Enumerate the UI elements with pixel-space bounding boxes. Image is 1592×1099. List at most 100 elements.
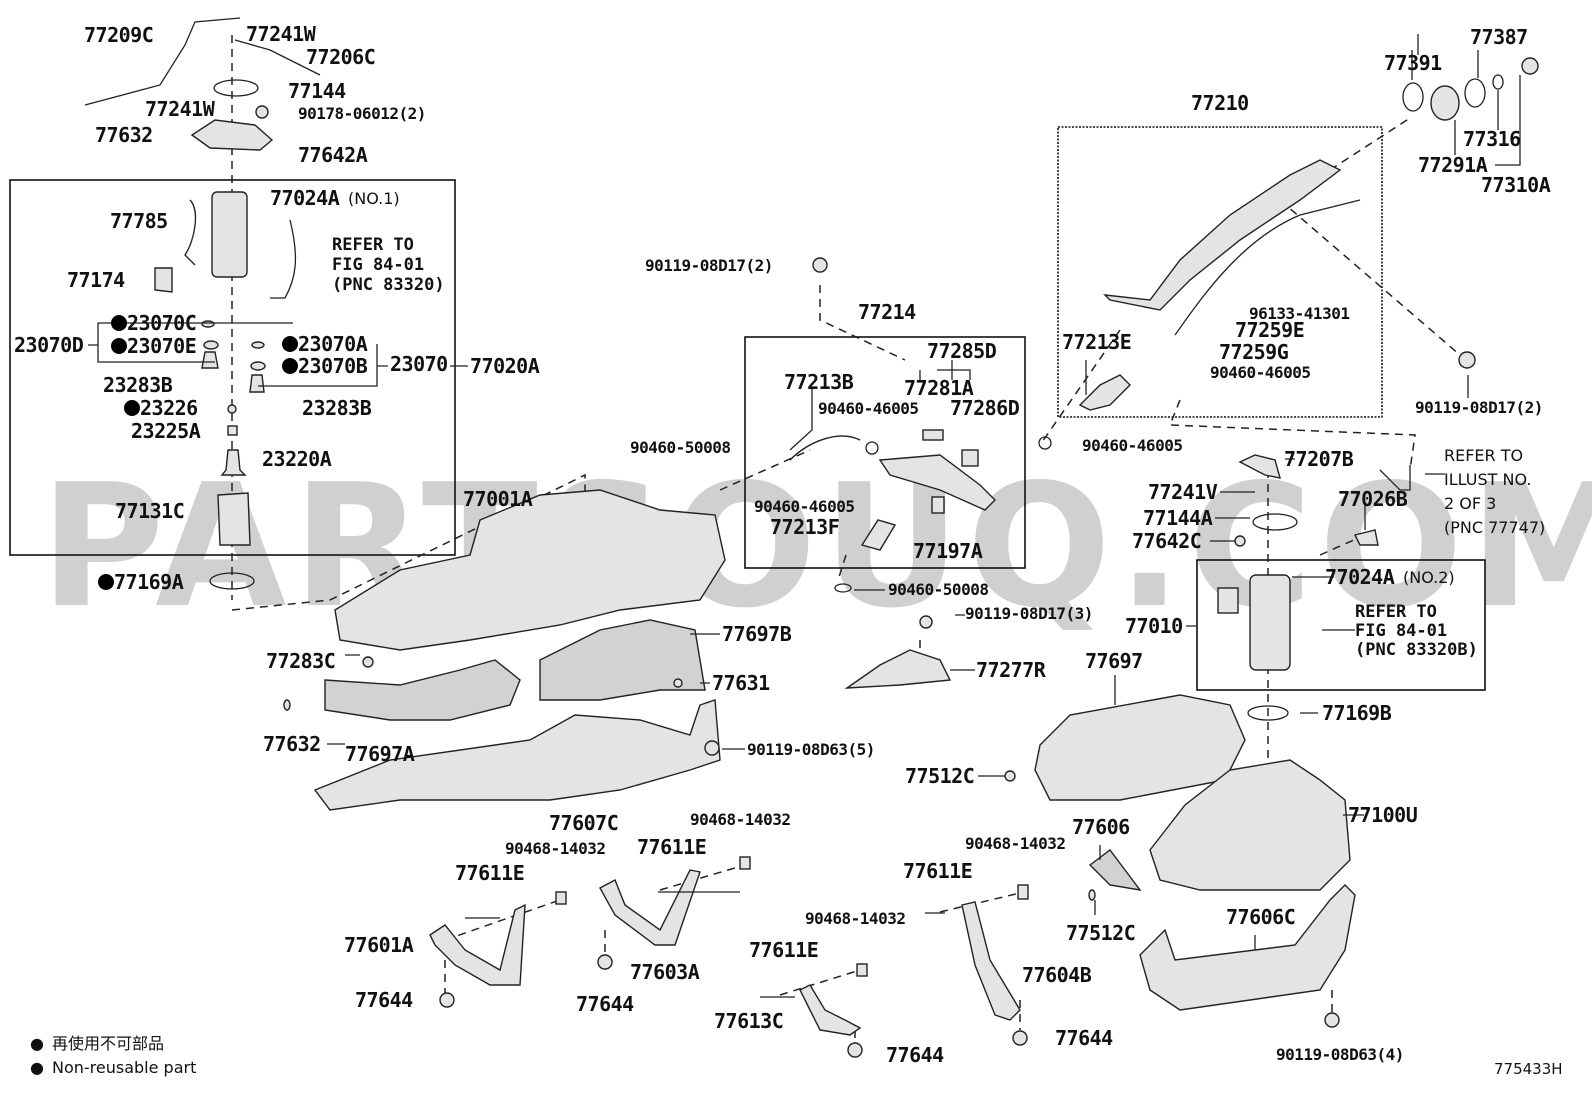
part-callout[interactable]: 77283C xyxy=(266,649,336,673)
part-callout[interactable]: 90119-08D63(4) xyxy=(1276,1045,1404,1064)
part-number-label[interactable]: 77642A xyxy=(298,143,368,167)
part-number-label[interactable]: 77214 xyxy=(858,300,917,324)
part-callout[interactable]: 77644 xyxy=(355,988,414,1012)
part-number-label[interactable]: 90468-14032 xyxy=(965,834,1066,853)
part-callout[interactable]: 23070E xyxy=(111,334,197,358)
part-callout[interactable]: 90468-14032 xyxy=(505,839,606,858)
part-number-label[interactable]: 23283B xyxy=(103,373,173,397)
part-number-label[interactable]: 77644 xyxy=(1055,1026,1114,1050)
part-number-label[interactable]: 96133-41301 xyxy=(1249,304,1350,323)
part-number-label[interactable]: 77197A xyxy=(913,539,983,563)
part-number-label[interactable]: 90468-14032 xyxy=(690,810,791,829)
part-callout[interactable]: 96133-41301 xyxy=(1249,304,1350,323)
part-number-label[interactable]: 77697B xyxy=(722,622,792,646)
part-number-label[interactable]: 77606 xyxy=(1072,815,1130,839)
part-callout[interactable]: 23220A xyxy=(262,447,332,471)
part-number-label[interactable]: 77241W xyxy=(145,97,216,121)
part-callout[interactable]: 90460-46005 xyxy=(818,399,919,418)
part-callout[interactable]: 77241W xyxy=(246,22,317,46)
part-number-label[interactable]: 77213B xyxy=(784,370,854,394)
part-callout[interactable]: 77611E xyxy=(903,859,973,883)
part-number-label[interactable]: 77310A xyxy=(1481,173,1551,197)
part-number-label[interactable]: 77644 xyxy=(886,1043,945,1067)
part-callout[interactable]: 77259G xyxy=(1219,340,1289,364)
part-number-label[interactable]: 90119-08D17(2) xyxy=(1415,398,1543,417)
part-callout[interactable]: 77310A xyxy=(1481,173,1551,197)
part-number-label[interactable]: 77697A xyxy=(345,742,415,766)
part-callout[interactable]: 90460-46005 xyxy=(1082,436,1183,455)
part-callout[interactable]: 23070 xyxy=(390,352,448,376)
part-callout[interactable]: 90468-14032 xyxy=(690,810,791,829)
part-number-label[interactable]: 77259G xyxy=(1219,340,1289,364)
part-callout[interactable]: 77632 xyxy=(95,123,153,147)
part-number-label[interactable]: 90460-50008 xyxy=(888,580,989,599)
part-number-label[interactable]: 77010 xyxy=(1125,614,1183,638)
part-callout[interactable]: 77611E xyxy=(455,861,525,885)
part-number-label[interactable]: 77387 xyxy=(1470,25,1528,49)
part-number-label[interactable]: 77286D xyxy=(950,396,1020,420)
part-number-label[interactable]: 77131C xyxy=(115,499,185,523)
part-callout[interactable]: 90178-06012(2) xyxy=(298,104,426,123)
part-number-label[interactable]: 77001A xyxy=(463,487,533,511)
part-number-label[interactable]: 90468-14032 xyxy=(805,909,906,928)
part-callout[interactable]: 77644 xyxy=(576,992,635,1016)
part-number-label[interactable]: 90178-06012(2) xyxy=(298,104,426,123)
part-callout[interactable]: 90468-14032 xyxy=(965,834,1066,853)
part-callout[interactable]: 77611E xyxy=(749,938,819,962)
part-callout[interactable]: 77100U xyxy=(1348,803,1418,827)
part-number-label[interactable]: 77631 xyxy=(712,671,771,695)
part-number-label[interactable]: 77316 xyxy=(1463,127,1521,151)
part-callout[interactable]: 77241V xyxy=(1148,480,1218,504)
part-number-label[interactable]: 23070C xyxy=(127,311,197,335)
part-callout[interactable]: 77632 xyxy=(263,732,321,756)
part-number-label[interactable]: 77611E xyxy=(455,861,525,885)
part-number-label[interactable]: 77283C xyxy=(266,649,336,673)
part-callout[interactable]: 77606C xyxy=(1226,905,1296,929)
part-callout[interactable]: 77611E xyxy=(637,835,707,859)
part-number-label[interactable]: 77613C xyxy=(714,1009,784,1033)
part-callout[interactable]: 77020A xyxy=(470,354,540,378)
part-number-label[interactable]: 77285D xyxy=(927,339,997,363)
part-callout[interactable]: 77210 xyxy=(1191,91,1249,115)
part-callout[interactable]: 77697A xyxy=(345,742,415,766)
part-callout[interactable]: 77642C xyxy=(1132,529,1202,553)
part-callout[interactable]: 23070A xyxy=(282,332,368,356)
part-callout[interactable]: 23283B xyxy=(103,373,173,397)
part-number-label[interactable]: 23070D xyxy=(14,333,84,357)
part-callout[interactable]: 77613C xyxy=(714,1009,784,1033)
part-number-label[interactable]: 77144 xyxy=(288,79,347,103)
part-number-label[interactable]: 77213E xyxy=(1062,330,1132,354)
part-number-label[interactable]: 23070B xyxy=(298,354,368,378)
part-number-label[interactable]: 77606C xyxy=(1226,905,1296,929)
part-number-label[interactable]: 77277R xyxy=(976,658,1047,682)
part-callout[interactable]: 90460-50008 xyxy=(888,580,989,599)
part-callout[interactable]: 77697B xyxy=(722,622,792,646)
part-callout[interactable]: 77603A xyxy=(630,960,700,984)
part-number-label[interactable]: 77241W xyxy=(246,22,317,46)
part-callout[interactable]: 23070B xyxy=(282,354,368,378)
part-number-label[interactable]: 90119-08D17(3) xyxy=(965,604,1093,623)
part-number-label[interactable]: 77026B xyxy=(1338,487,1408,511)
part-callout[interactable]: 77644 xyxy=(886,1043,945,1067)
part-callout[interactable]: 77644 xyxy=(1055,1026,1114,1050)
part-callout[interactable]: 77606 xyxy=(1072,815,1130,839)
part-callout[interactable]: 77024A(NO.2) xyxy=(1325,565,1455,589)
part-number-label[interactable]: 77611E xyxy=(749,938,819,962)
part-callout[interactable]: 77259E xyxy=(1235,318,1305,342)
part-number-label[interactable]: 77644 xyxy=(355,988,414,1012)
part-callout[interactable]: 23070C xyxy=(111,311,197,335)
part-callout[interactable]: 77026B xyxy=(1338,487,1408,511)
part-number-label[interactable]: 23225A xyxy=(131,419,201,443)
part-number-label[interactable]: 77291A xyxy=(1418,153,1488,177)
part-number-label[interactable]: 23226 xyxy=(140,396,198,420)
part-callout[interactable]: 77207B xyxy=(1284,447,1354,471)
part-callout[interactable]: 77316 xyxy=(1463,127,1521,151)
part-callout[interactable]: 77387 xyxy=(1470,25,1528,49)
part-callout[interactable]: 77197A xyxy=(913,539,983,563)
part-callout[interactable]: 77642A xyxy=(298,143,368,167)
part-number-label[interactable]: 77644 xyxy=(576,992,635,1016)
part-number-label[interactable]: 90460-46005 xyxy=(754,497,855,516)
part-callout[interactable]: 90468-14032 xyxy=(805,909,906,928)
part-callout[interactable]: 77213E xyxy=(1062,330,1132,354)
part-callout[interactable]: 77286D xyxy=(950,396,1020,420)
